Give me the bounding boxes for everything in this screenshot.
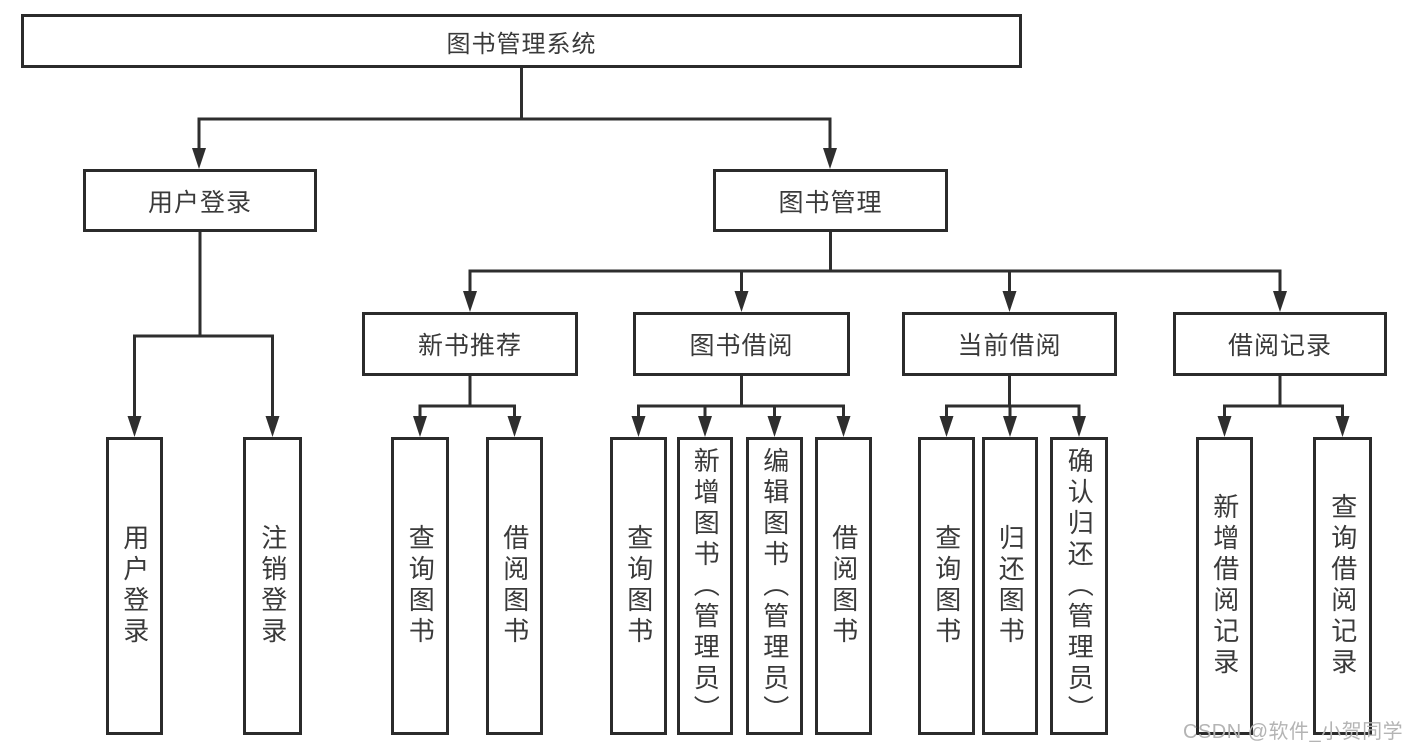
leaf-borrow-edit-admin: 编辑图书（管理员）: [746, 437, 803, 735]
leaf-current-confirm-admin: 确认归还（管理员）: [1050, 437, 1108, 735]
leaf-logout: 注销登录: [243, 437, 302, 735]
node-user-login-label: 用户登录: [147, 188, 252, 217]
leaf-user-login-label: 用户登录: [119, 524, 150, 648]
leaf-current-return-label: 归还图书: [995, 524, 1026, 648]
node-book-mgmt: 图书管理: [713, 169, 948, 232]
leaf-record-query: 查询借阅记录: [1313, 437, 1372, 735]
leaf-record-query-label: 查询借阅记录: [1327, 493, 1358, 679]
node-new-book-rec-label: 新书推荐: [417, 332, 522, 360]
node-new-book-rec: 新书推荐: [362, 312, 578, 376]
book-borrow-connector: [631, 376, 851, 437]
node-book-borrow-label: 图书借阅: [689, 332, 794, 360]
leaf-record-add-label: 新增借阅记录: [1209, 493, 1240, 679]
new-book-rec-connector: [413, 376, 522, 437]
leaf-current-query: 查询图书: [918, 437, 975, 735]
borrow-record-connector: [1217, 376, 1350, 437]
leaf-current-return: 归还图书: [982, 437, 1038, 735]
leaf-borrow-query: 查询图书: [610, 437, 667, 735]
leaf-current-confirm-admin-label: 确认归还（管理员）: [1064, 446, 1095, 726]
leaf-user-login: 用户登录: [106, 437, 163, 735]
node-borrow-record: 借阅记录: [1173, 312, 1387, 376]
node-book-borrow: 图书借阅: [633, 312, 850, 376]
node-current-borrow: 当前借阅: [902, 312, 1117, 376]
node-user-login: 用户登录: [83, 169, 317, 232]
node-current-borrow-label: 当前借阅: [957, 332, 1062, 360]
book-mgmt-connector: [463, 232, 1287, 312]
leaf-current-query-label: 查询图书: [931, 524, 962, 648]
leaf-newbook-query-label: 查询图书: [405, 524, 436, 648]
user-login-connector: [127, 232, 280, 437]
leaf-borrow-edit-admin-label: 编辑图书（管理员）: [759, 446, 790, 726]
node-book-mgmt-label: 图书管理: [778, 188, 883, 217]
leaf-record-add: 新增借阅记录: [1196, 437, 1253, 735]
leaf-borrow-add-admin: 新增图书（管理员）: [677, 437, 733, 735]
current-borrow-connector: [939, 376, 1086, 437]
csdn-watermark: CSDN @软件_小贺同学: [1183, 721, 1404, 743]
node-root-label: 图书管理系统: [446, 30, 597, 58]
leaf-borrow-borrow-label: 借阅图书: [828, 524, 859, 648]
node-borrow-record-label: 借阅记录: [1227, 332, 1332, 360]
leaf-borrow-borrow: 借阅图书: [815, 437, 872, 735]
leaf-newbook-borrow-label: 借阅图书: [499, 524, 530, 648]
leaf-newbook-query: 查询图书: [391, 437, 449, 735]
leaf-borrow-query-label: 查询图书: [623, 524, 654, 648]
node-root-system: 图书管理系统: [21, 14, 1022, 68]
leaf-newbook-borrow: 借阅图书: [486, 437, 543, 735]
root-connector: [192, 68, 837, 169]
leaf-borrow-add-admin-label: 新增图书（管理员）: [690, 446, 721, 726]
leaf-logout-label: 注销登录: [257, 524, 288, 648]
